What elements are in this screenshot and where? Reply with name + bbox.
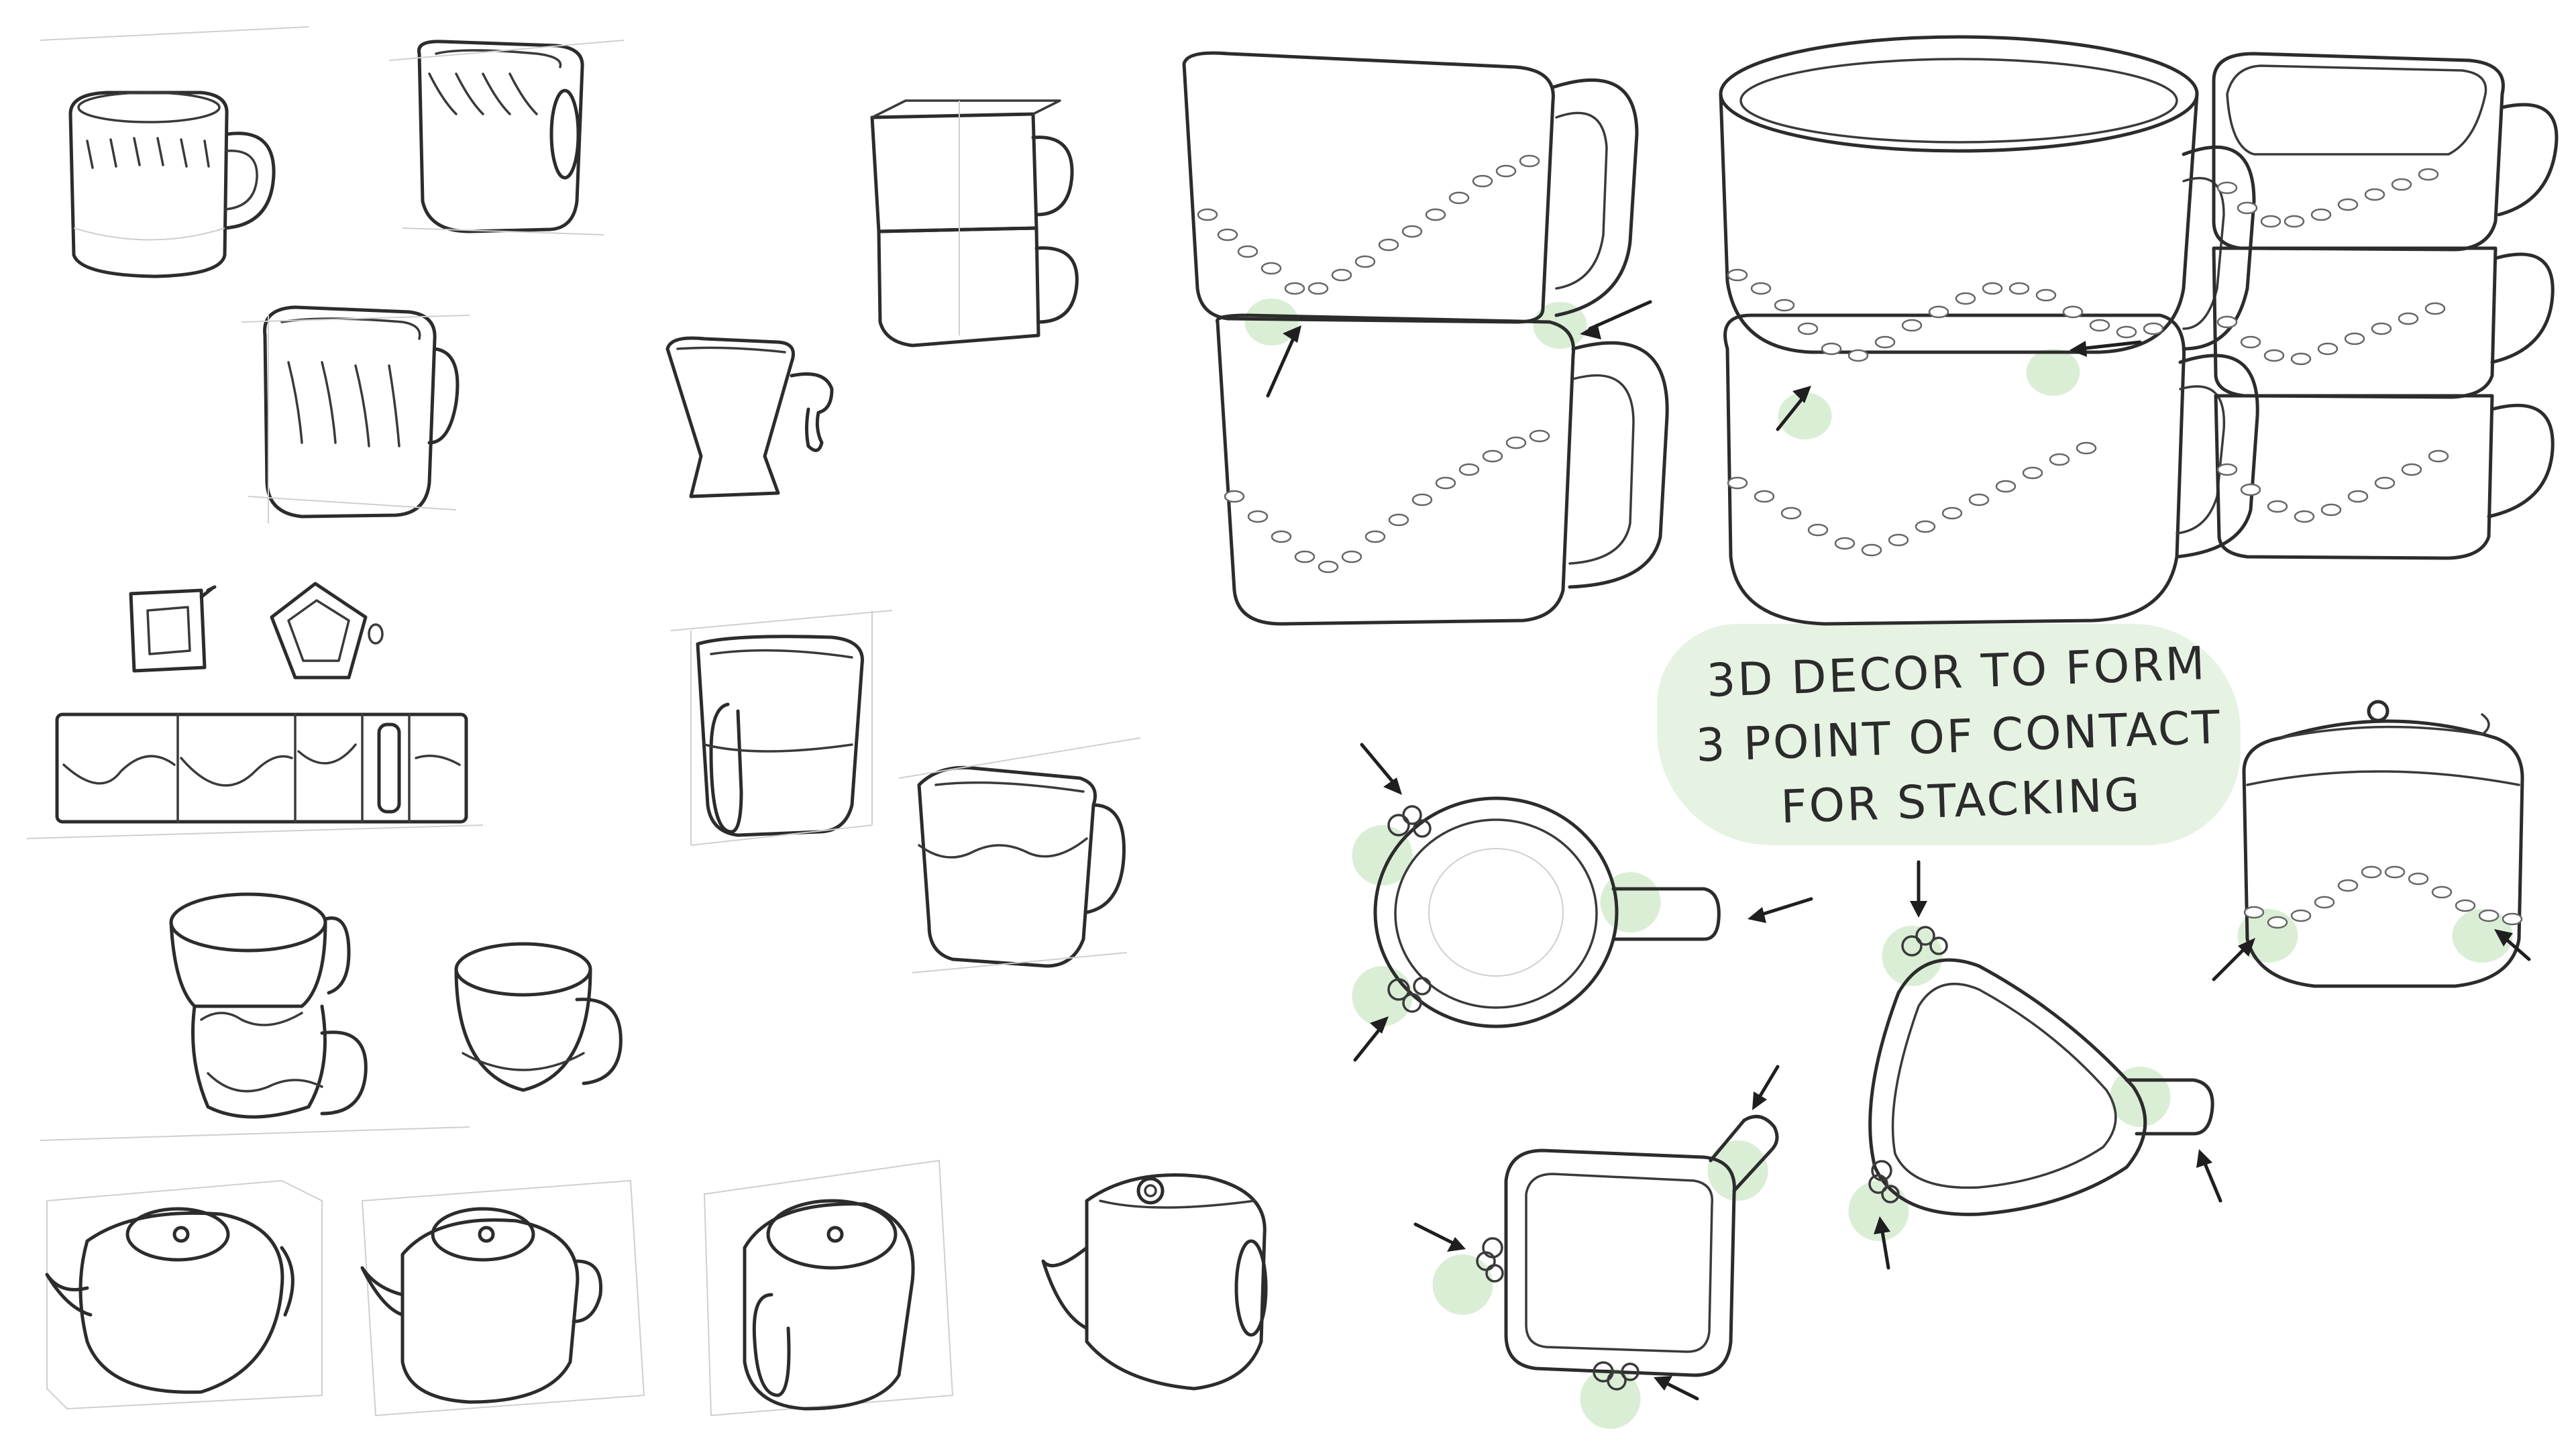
sketch-stacked-set-bowl [1719, 35, 2259, 626]
sketch-lidded-jar [2212, 700, 2531, 988]
sketch-stacked-set-round [1182, 51, 1669, 626]
note-highlight-bubble [1657, 624, 2241, 845]
sketch-drip-handle-cup [665, 336, 834, 498]
sketch-top-view-icons [129, 582, 384, 680]
sketch-profile-strip [55, 712, 468, 824]
leaf-vine-lower [1224, 429, 1550, 574]
sketch-stacked-square-mugs [870, 99, 1079, 347]
sketch-leaf-band-cube-mug [898, 737, 1141, 973]
sketch-banded-square-mug [670, 610, 893, 846]
sketch-round-side-cup [454, 942, 623, 1092]
leaf-vine-set2-lower [1727, 441, 2097, 557]
sketch-top-view-round [1352, 743, 1813, 1062]
sketch-stacked-wavy-cups [169, 892, 368, 1119]
sketch-round-mug [68, 91, 276, 278]
sketch-stacked-set-triple [2212, 52, 2559, 560]
sketch-cube-mug [388, 40, 625, 235]
sketch-teapots-row [45, 1159, 1268, 1417]
leaf-vine-upper [1197, 154, 1540, 295]
sketch-top-view-triangle [1848, 860, 2222, 1270]
construction-lines [26, 26, 484, 1141]
sketch-top-view-square [1413, 1065, 1780, 1429]
sketch-square-vine-mug [241, 305, 470, 523]
